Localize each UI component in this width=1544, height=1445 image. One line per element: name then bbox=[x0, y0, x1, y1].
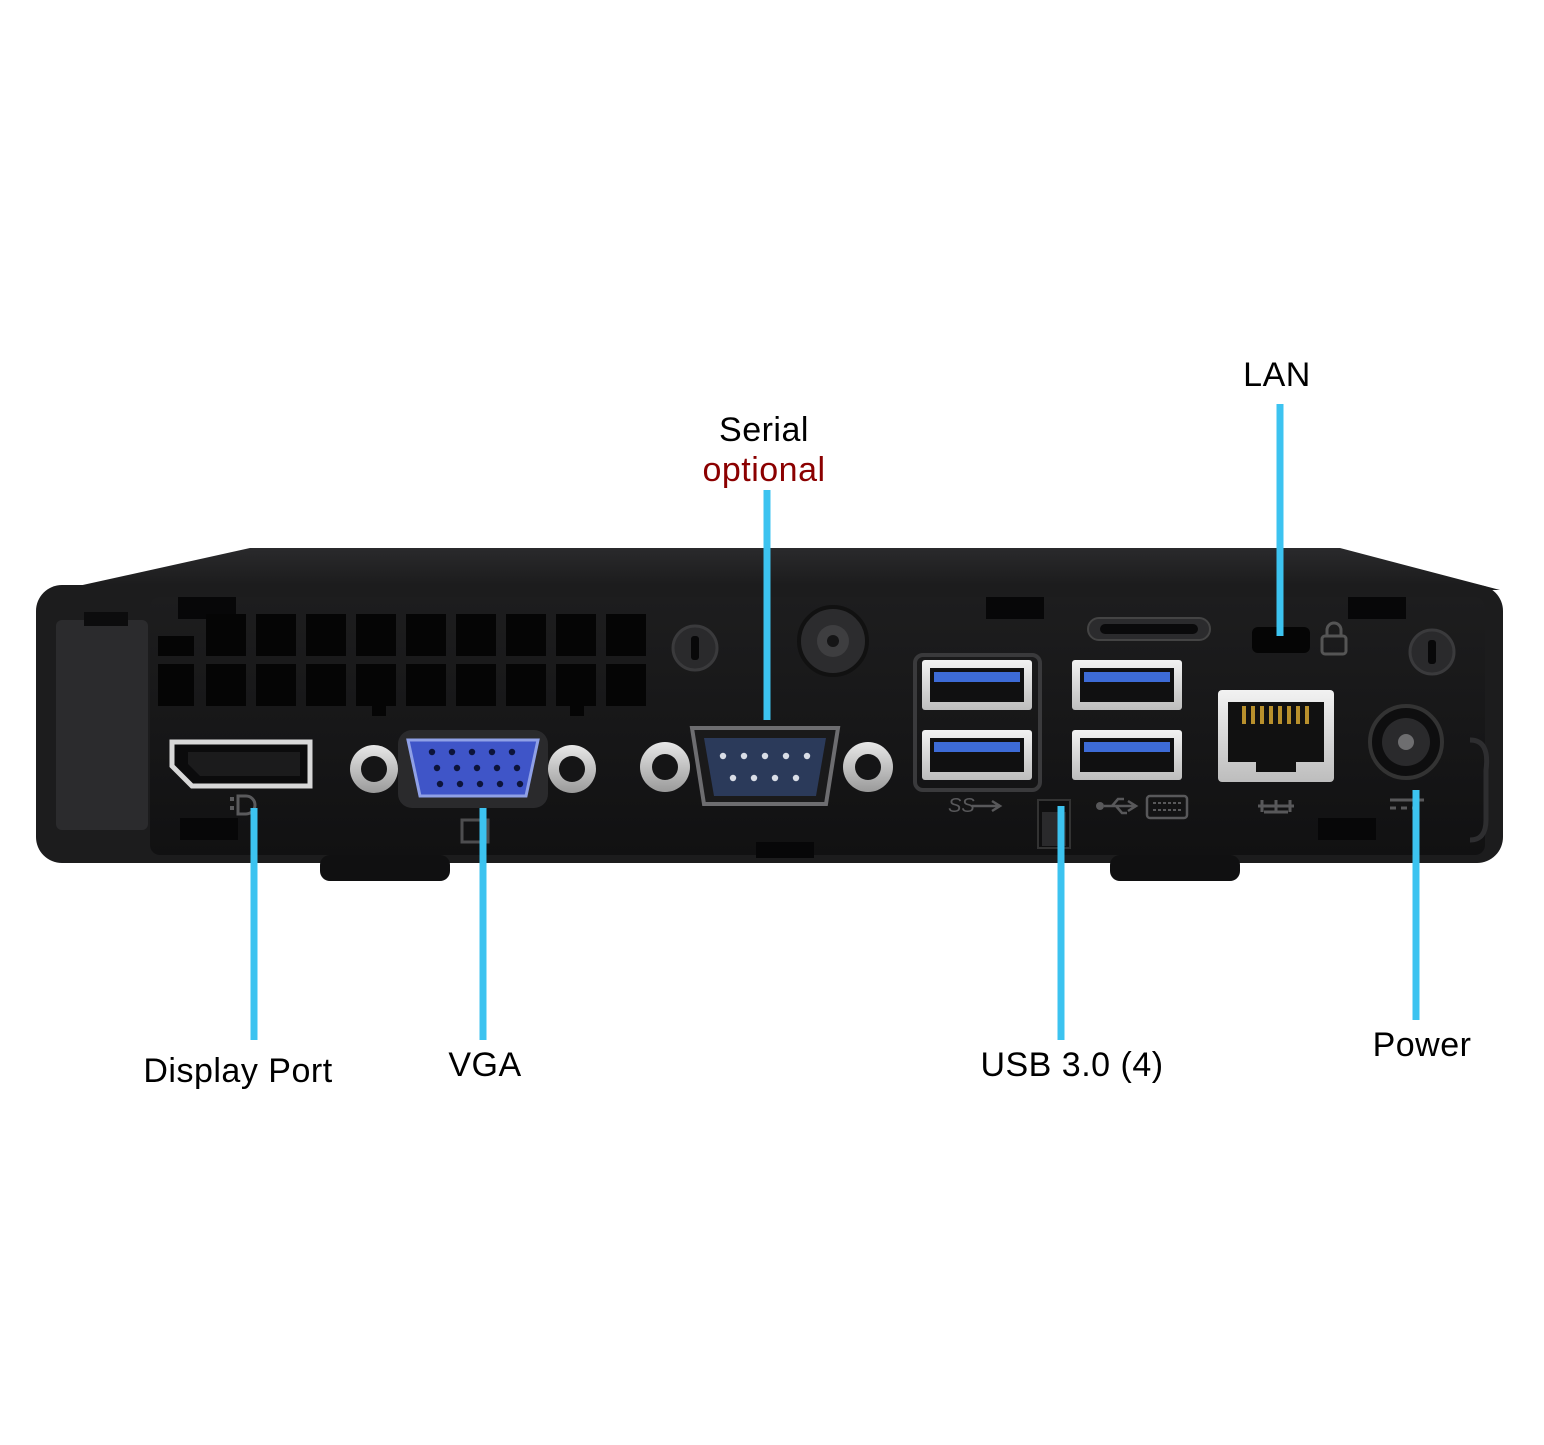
lan-contact bbox=[1260, 706, 1264, 724]
serial-pin bbox=[740, 752, 748, 760]
vga-pin bbox=[493, 764, 501, 772]
vent-slot bbox=[406, 664, 446, 706]
vent-slot bbox=[606, 664, 646, 706]
vent-slot bbox=[356, 614, 396, 656]
label-usb: USB 3.0 (4) bbox=[980, 1046, 1164, 1084]
serial-pin bbox=[782, 752, 790, 760]
superspeed-usb-icon: SS bbox=[948, 795, 1003, 817]
vga-icon bbox=[460, 818, 490, 844]
vga-pin bbox=[436, 780, 444, 788]
vent-slot bbox=[306, 664, 346, 706]
vent-slot bbox=[506, 664, 546, 706]
serial-pin bbox=[719, 752, 727, 760]
keyboard-icon bbox=[1145, 794, 1189, 820]
vent-slot bbox=[256, 614, 296, 656]
vent-grille bbox=[158, 614, 646, 716]
lan-contact bbox=[1287, 706, 1291, 724]
label-serial: Serial optional bbox=[702, 410, 825, 490]
usb-port-tongue bbox=[934, 672, 1020, 682]
leader-lines bbox=[250, 404, 1420, 1040]
serial-pin bbox=[750, 774, 758, 782]
vga-pin bbox=[473, 764, 481, 772]
small-switch bbox=[1037, 799, 1071, 849]
vent-slot bbox=[158, 664, 194, 706]
vent-slot bbox=[456, 664, 496, 706]
serial-pin bbox=[803, 752, 811, 760]
lan-port bbox=[1218, 690, 1334, 782]
label-lan: LAN bbox=[1243, 356, 1311, 394]
lan-contact bbox=[1242, 706, 1246, 724]
vga-pin bbox=[453, 764, 461, 772]
vga-pin bbox=[516, 780, 524, 788]
screw-slot-left bbox=[671, 624, 719, 672]
vga-pin bbox=[448, 748, 456, 756]
label-power: Power bbox=[1372, 1026, 1472, 1064]
vga-pin bbox=[508, 748, 516, 756]
serial-pin bbox=[729, 774, 737, 782]
security-lock-slot bbox=[1252, 627, 1310, 653]
vga-pin bbox=[488, 748, 496, 756]
chassis-top bbox=[60, 548, 1500, 590]
network-icon bbox=[1258, 800, 1294, 814]
vent-slot bbox=[556, 614, 596, 656]
vent-slot bbox=[406, 614, 446, 656]
label-display-port: Display Port bbox=[143, 1052, 333, 1090]
usb-port-tongue bbox=[934, 742, 1020, 752]
vent-slot bbox=[206, 664, 246, 706]
lan-contact bbox=[1305, 706, 1309, 724]
dc-power-icon bbox=[1390, 798, 1424, 810]
vga-pin bbox=[496, 780, 504, 788]
vga-pin bbox=[433, 764, 441, 772]
vga-pin bbox=[513, 764, 521, 772]
serial-optional-note: optional bbox=[702, 451, 826, 489]
vent-slot bbox=[306, 614, 346, 656]
label-vga: VGA bbox=[448, 1046, 522, 1084]
vent-slot bbox=[158, 636, 194, 656]
vent-slot bbox=[372, 698, 386, 716]
foot-right bbox=[1110, 855, 1240, 881]
vga-connector bbox=[350, 730, 596, 808]
displayport-connector bbox=[169, 739, 313, 789]
displayport-icon bbox=[230, 794, 257, 816]
lock-icon bbox=[1320, 621, 1348, 656]
vent-slot bbox=[256, 664, 296, 706]
serial-connector bbox=[640, 726, 893, 806]
svg-text:SS: SS bbox=[948, 795, 975, 817]
serial-label: Serial bbox=[719, 411, 809, 449]
vga-pin bbox=[476, 780, 484, 788]
usb-port-tongue bbox=[1084, 742, 1170, 752]
vent-slot bbox=[606, 614, 646, 656]
vga-pin bbox=[468, 748, 476, 756]
usb-ports bbox=[922, 660, 1182, 780]
lan-contact bbox=[1251, 706, 1255, 724]
serial-pin bbox=[771, 774, 779, 782]
vga-pin bbox=[456, 780, 464, 788]
usb-port-tongue bbox=[1084, 672, 1170, 682]
foot-left bbox=[320, 855, 450, 881]
vga-pin bbox=[428, 748, 436, 756]
vent-slot bbox=[506, 614, 546, 656]
power-jack bbox=[1368, 704, 1444, 780]
lan-contact bbox=[1278, 706, 1282, 724]
usb-icon bbox=[1096, 797, 1139, 815]
lan-contact bbox=[1269, 706, 1273, 724]
screw-slot-right bbox=[1408, 628, 1456, 676]
serial-pin bbox=[761, 752, 769, 760]
vent-slot bbox=[456, 614, 496, 656]
serial-pin bbox=[792, 774, 800, 782]
side-cover bbox=[56, 620, 148, 830]
vent-slot bbox=[570, 698, 584, 716]
thumbscrew bbox=[797, 605, 869, 677]
lan-contact bbox=[1296, 706, 1300, 724]
vent-slot bbox=[206, 614, 246, 656]
